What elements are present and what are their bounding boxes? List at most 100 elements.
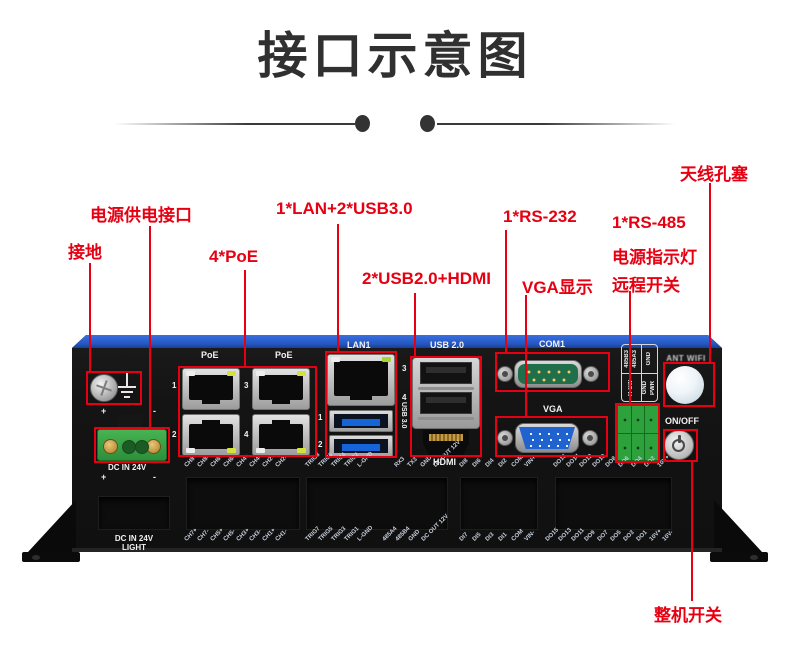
lan1-label: LAN1 xyxy=(347,340,371,350)
vga-screw-left xyxy=(497,430,513,446)
divider-line-left xyxy=(115,123,355,125)
recess-panel-di xyxy=(460,477,538,530)
ground-screw xyxy=(90,374,118,402)
power-minus-sign: - xyxy=(153,406,156,416)
dc-light-label-line2: LIGHT xyxy=(122,543,146,552)
callout-line-power-input xyxy=(149,226,151,428)
poe-label-left: PoE xyxy=(201,350,219,360)
power-plus-sign: + xyxy=(101,406,107,416)
pin-label: DI2 xyxy=(497,457,509,469)
vga-port xyxy=(515,423,579,453)
pin-row-ch-bottom: CH7+CH7-CH5+CH5-CH3+CH3-CH1+CH1- xyxy=(184,527,289,547)
pin-label: DI6 xyxy=(471,457,483,469)
poe-port-4 xyxy=(252,414,310,456)
antenna-hole-plug xyxy=(666,366,704,404)
pin-label: CH8- xyxy=(196,454,211,469)
chassis-bottom-lip xyxy=(72,548,722,552)
pin-label: COM xyxy=(510,528,525,543)
callout-line-vga xyxy=(525,295,527,416)
divider-line-right xyxy=(437,123,675,125)
mount-bracket-right-hole xyxy=(750,555,758,560)
divider-dot-left xyxy=(355,115,370,132)
ant-wifi-label: ANT WIFI xyxy=(666,354,706,363)
pin-label: CH5- xyxy=(222,528,237,543)
pin-label: CH3+ xyxy=(235,527,251,543)
pin-label: GND xyxy=(407,528,422,543)
poe-port-3 xyxy=(252,368,310,410)
callout-line-poe xyxy=(244,270,246,366)
pin-label: DO3 xyxy=(622,529,636,543)
pin-label: CH4+ xyxy=(235,453,251,469)
page-title: 接口示意图 xyxy=(257,28,533,84)
com1-screw-left xyxy=(497,366,513,382)
usb3-vertical-label: USB 3.0 xyxy=(400,402,407,429)
pin-label: TRIG3 xyxy=(330,525,348,543)
callout-ground: 接地 xyxy=(68,243,102,262)
power-terminal-tab xyxy=(118,415,142,429)
callout-box-lan-usb3 xyxy=(325,351,397,458)
pin-label: CH6+ xyxy=(209,453,225,469)
mount-bracket-right-foot xyxy=(710,552,768,562)
pin-row-serial-bottom: 485A4485B4GNDDC OUT 12V xyxy=(382,513,450,547)
hdmi-port xyxy=(423,430,469,456)
pin-label: DI1 xyxy=(497,531,509,543)
pin-label: CH1+ xyxy=(261,527,277,543)
dc-panel-minus-sign: - xyxy=(153,472,156,482)
callout-remote-switch: 远程开关 xyxy=(612,276,680,295)
usb2-port-4 xyxy=(420,392,472,414)
pin-label: DO7 xyxy=(596,529,610,543)
callout-vga: VGA显示 xyxy=(522,278,593,297)
pin-label: CH4- xyxy=(248,454,263,469)
pin-label: CH5+ xyxy=(209,527,225,543)
callout-lan-usb3: 1*LAN+2*USB3.0 xyxy=(276,199,413,218)
pin-label: GND xyxy=(419,454,434,469)
com1-label: COM1 xyxy=(539,339,566,349)
pin-label: DI3 xyxy=(484,531,496,543)
callout-line-ground xyxy=(89,263,91,372)
callout-rs485: 1*RS-485 xyxy=(612,213,686,232)
usb3-number-1: 1 xyxy=(318,413,323,422)
callout-line-lan-usb3 xyxy=(337,224,339,351)
mount-bracket-left-hole xyxy=(32,555,40,560)
poe-port-number-2: 2 xyxy=(172,430,177,439)
vga-screw-right xyxy=(582,430,598,446)
callout-antenna: 天线孔塞 xyxy=(680,165,748,184)
lan1-port xyxy=(327,354,395,406)
ground-symbol-icon xyxy=(116,373,138,401)
usb2-number-4: 4 xyxy=(402,393,407,402)
vga-label: VGA xyxy=(543,404,563,414)
pin-label: TRIG2 xyxy=(343,451,361,469)
pin-label: TX3 xyxy=(406,456,419,469)
pin-label: CH6- xyxy=(222,454,237,469)
mount-bracket-left xyxy=(28,500,76,552)
pin-label: DO14 xyxy=(565,453,582,469)
pin-panel-cell-gnd-top: GND xyxy=(642,345,657,374)
usb2-slotline-1 xyxy=(418,387,474,390)
callout-power-led: 电源指示灯 xyxy=(612,248,697,267)
callout-box-com1 xyxy=(495,352,610,392)
poe-port-number-4: 4 xyxy=(244,430,249,439)
callout-box-rs485-terminal xyxy=(615,403,660,463)
pin-label: 485B4 xyxy=(394,525,412,543)
power-terminal-connector xyxy=(97,429,167,461)
poe-port-number-1: 1 xyxy=(172,381,177,390)
usb2-label: USB 2.0 xyxy=(430,340,465,350)
usb2-port-3 xyxy=(420,362,472,384)
dc-in-label: DC IN 24V xyxy=(108,463,147,472)
dc-recess-panel xyxy=(98,496,170,530)
poe-port-number-3: 3 xyxy=(244,381,249,390)
pin-label: DO12 xyxy=(578,453,595,469)
mount-bracket-left-foot xyxy=(22,552,80,562)
callout-box-ground xyxy=(86,371,142,405)
pin-label: DO11 xyxy=(570,527,586,543)
callout-line-antenna xyxy=(709,183,711,362)
pin-label: CH2+ xyxy=(261,453,277,469)
pin-label: DO1 xyxy=(635,529,649,543)
callout-box-power-button xyxy=(663,429,698,462)
